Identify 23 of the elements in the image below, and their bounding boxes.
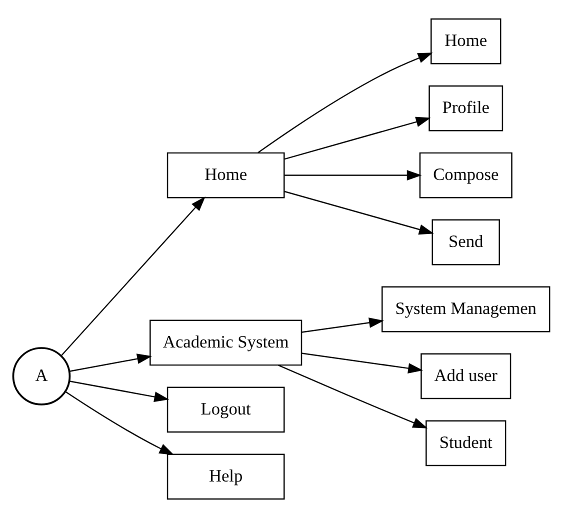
node-box: Send [432, 218, 500, 265]
node-box: System Managemen [382, 286, 550, 332]
node-box: Academic System [150, 319, 302, 366]
arrow [64, 390, 174, 455]
arrow [278, 364, 428, 428]
node-box: Home [430, 18, 502, 64]
node-box: Student [426, 420, 506, 466]
node-box: Home [166, 152, 285, 198]
node-circle: A [12, 346, 71, 405]
node-box: Add user [420, 352, 512, 399]
arrow [284, 170, 422, 180]
node-box: Help [166, 453, 285, 500]
node-box: Profile [428, 84, 504, 131]
arrow [284, 190, 434, 234]
node-box: Compose [419, 152, 512, 198]
arrow [284, 116, 431, 160]
arrow [69, 353, 152, 372]
arrow [60, 196, 206, 356]
arrow [258, 52, 433, 153]
arrow [302, 352, 424, 373]
arrow [69, 380, 170, 402]
arrow [302, 317, 384, 332]
node-box: Logout [166, 386, 285, 432]
